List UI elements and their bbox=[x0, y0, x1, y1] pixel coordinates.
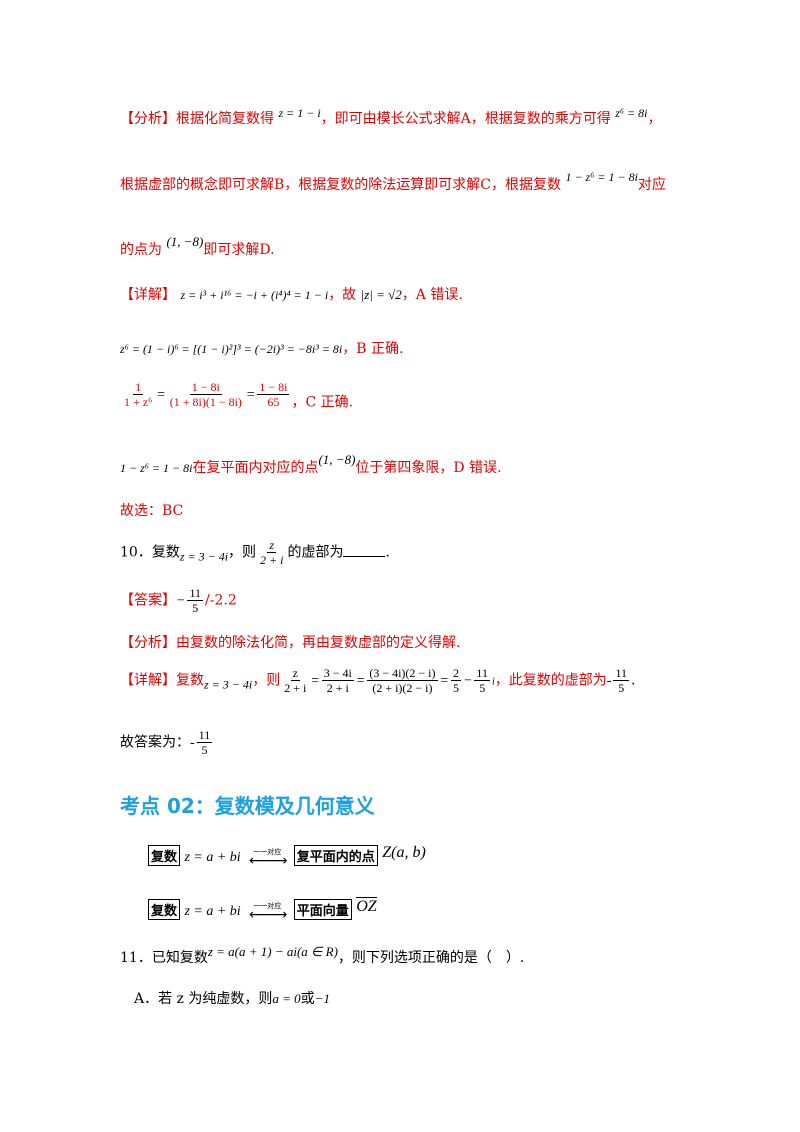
analysis-line-1: 【分析】根据化简复数得 z = 1 − i，即可由模长公式求解A，根据复数的乘方… bbox=[120, 106, 662, 127]
vector-oz: OZ bbox=[356, 897, 377, 915]
option-a: A．若 z 为纯虚数，则a = 0或−1 bbox=[134, 991, 330, 1007]
choice-line: 故选：BC bbox=[120, 503, 184, 519]
arrow-one-to-one-2: 一一对应⟵⟶ bbox=[249, 902, 287, 923]
answer-tag: 【答案】 bbox=[120, 592, 176, 609]
formula-1-z6: 1 − z⁶ = 1 − 8i bbox=[565, 170, 638, 184]
detail-line-b: z⁶ = (1 − i)⁶ = [(1 − i)²]³ = (−2i)³ = −… bbox=[120, 341, 404, 357]
formula-q11: z = a(a + 1) − ai(a ∈ R) bbox=[207, 944, 338, 959]
box-complex-2: 复数 bbox=[148, 899, 181, 920]
formula-z: z = 1 − i bbox=[278, 106, 321, 120]
answer-blank bbox=[343, 546, 386, 557]
formula-b: z⁶ = (1 − i)⁶ = [(1 − i)²]³ = (−2i)³ = −… bbox=[120, 342, 343, 356]
formula-q10-z: z = 3 − 4i bbox=[179, 549, 229, 564]
detail-tag: 【详解】 bbox=[120, 287, 176, 303]
analysis-10: 【分析】由复数的除法化简，再由复数虚部的定义得解. bbox=[120, 635, 461, 651]
formula-point: (1, −8) bbox=[166, 234, 204, 249]
fraction-d10-3: (3 − 4i)(2 − i)(2 + i)(2 − i) bbox=[367, 666, 438, 695]
detail-line-d: 1 − z⁶ = 1 − 8i在复平面内对应的点(1, −8)位于第四象限，D … bbox=[120, 452, 502, 476]
formula-a: z = i³ + i¹⁶ = −i + (i⁴)⁴ = 1 − i bbox=[180, 288, 329, 302]
question-11: 11．已知复数z = a(a + 1) − ai(a ∈ R)，则下列选项正确的… bbox=[120, 944, 525, 966]
diagram-row-1: 复数 z = a + bi 一一对应⟵⟶ 复平面内的点 Z(a, b) bbox=[148, 844, 426, 869]
section-heading: 考点 02：复数模及几何意义 bbox=[120, 794, 375, 818]
box-plane-vector: 平面向量 bbox=[293, 899, 352, 920]
detail-line-a: 【详解】 z = i³ + i¹⁶ = −i + (i⁴)⁴ = 1 − i，故… bbox=[120, 287, 463, 303]
formula-z6: z⁶ = 8i bbox=[615, 106, 648, 120]
arrow-one-to-one: 一一对应⟵⟶ bbox=[249, 848, 287, 869]
fraction-c-mid: 1 − 8i(1 + 8i)(1 − 8i) bbox=[169, 380, 242, 409]
box-complex: 复数 bbox=[148, 845, 181, 866]
formula-d: 1 − z⁶ = 1 − 8i bbox=[120, 461, 193, 475]
formula-point-d: (1, −8) bbox=[318, 452, 356, 467]
diagram-row-2: 复数 z = a + bi 一一对应⟵⟶ 平面向量 OZ bbox=[148, 897, 377, 923]
formula-detail10-z: z = 3 − 4i bbox=[204, 677, 253, 692]
analysis-line-2: 根据虚部的概念即可求解B，根据复数的除法运算即可求解C，根据复数 1 − z⁶ … bbox=[120, 170, 666, 193]
box-complex-plane-point: 复平面内的点 bbox=[293, 845, 378, 866]
analysis-line-3: 的点为 (1, −8)即可求解D. bbox=[120, 234, 275, 258]
formula-modulus: |z| = √2 bbox=[360, 287, 402, 302]
analysis-tag: 【分析】 bbox=[120, 111, 176, 127]
